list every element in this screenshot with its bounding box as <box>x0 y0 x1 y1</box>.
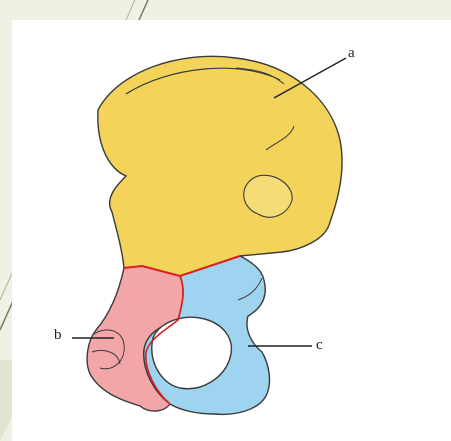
label-c: c <box>316 338 323 353</box>
label-b: b <box>54 328 62 343</box>
label-a: a <box>348 46 355 61</box>
